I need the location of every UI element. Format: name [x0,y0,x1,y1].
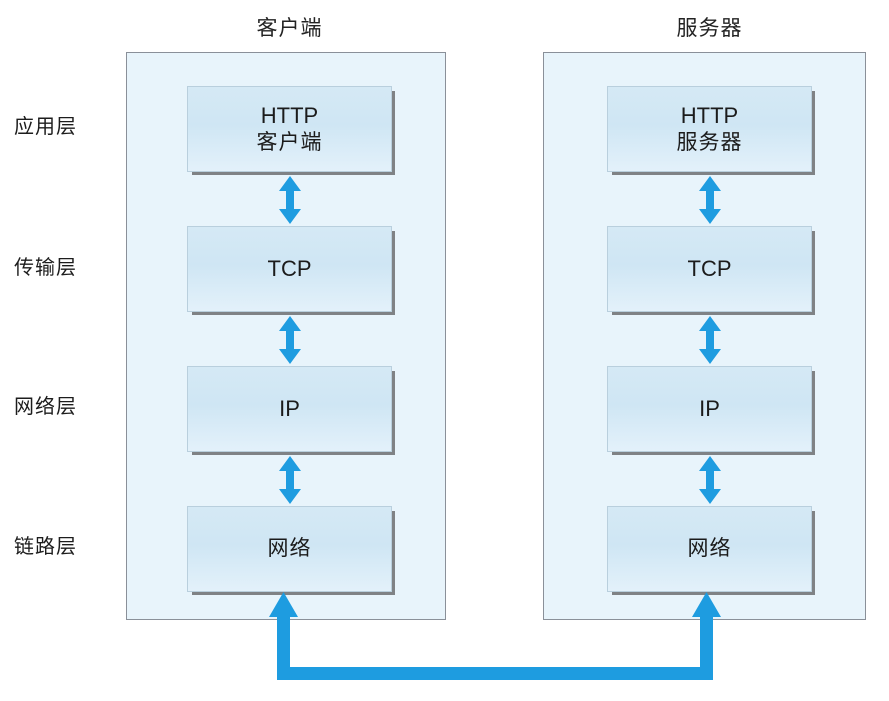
client-http-label-line2: 客户端 [256,130,323,154]
layer-label-application: 应用层 [14,116,77,138]
server-tcp-label: TCP [687,256,732,282]
client-arrow-app-transport-icon [277,176,303,224]
layer-label-transport: 传输层 [14,257,77,279]
client-box-http-client[interactable]: HTTP 客户端 [187,86,392,172]
server-link-label: 网络 [687,536,732,560]
client-box-link[interactable]: 网络 [187,506,392,592]
server-http-label-line2: 服务器 [676,130,743,154]
server-http-label-line1: HTTP [680,103,739,129]
client-http-label-line1: HTTP [260,103,319,129]
layer-label-link: 链路层 [14,536,77,558]
client-box-ip[interactable]: IP [187,366,392,452]
client-tcp-label: TCP [267,256,312,282]
server-stack-title: 服务器 [676,17,743,40]
server-box-http-server[interactable]: HTTP 服务器 [607,86,812,172]
client-link-label: 网络 [267,536,312,560]
layer-label-network: 网络层 [14,396,77,418]
server-box-link[interactable]: 网络 [607,506,812,592]
client-stack-title: 客户端 [256,17,323,40]
client-ip-label: IP [279,396,300,422]
server-box-ip[interactable]: IP [607,366,812,452]
server-arrow-app-transport-icon [697,176,723,224]
server-ip-label: IP [699,396,720,422]
server-arrow-transport-network-icon [697,316,723,364]
server-arrow-network-link-icon [697,456,723,504]
client-arrow-network-link-icon [277,456,303,504]
client-box-tcp[interactable]: TCP [187,226,392,312]
client-arrow-transport-network-icon [277,316,303,364]
server-box-tcp[interactable]: TCP [607,226,812,312]
